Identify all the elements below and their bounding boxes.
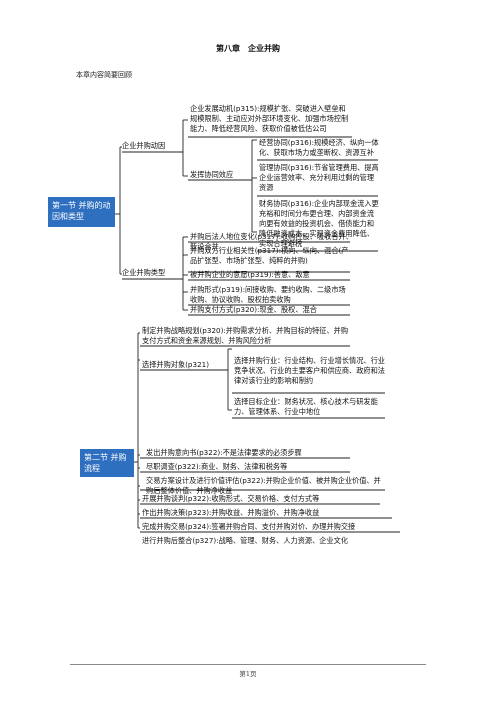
step-decision: 作出并购决策(p323):并购收益、并购溢价、并购净收益 — [142, 508, 320, 517]
type-legal-status: 并购后法人地位变化(p317):收购控股、吸收合并、新设合并 — [190, 232, 353, 251]
section2-label: 第二节 并购流程 — [80, 449, 134, 477]
synergy-label: 发挥协同效应 — [190, 170, 234, 179]
step-intent-letter: 发出并购意向书(p322):不是法律要求的必须步骤 — [146, 448, 302, 457]
step-strategy: 制定并购战略规划(p320):并购需求分析、并购目标的特征、并购支付方式和资金来… — [142, 326, 349, 345]
step-valuation: 交易方案设计及进行价值评估(p322):并购企业价值、被并购企业价值、并购后整体… — [146, 476, 381, 495]
synergy-financial: 财务协同(p316):企业内部现金流入更充裕和时间分布更合理、内部资金流向更有效… — [259, 199, 379, 248]
motive-label: 企业并购动因 — [122, 141, 166, 150]
step-integration: 进行并购后整合(p327):战略、管理、财务、人力资源、企业文化 — [142, 536, 349, 545]
section1-label: 第一节 并购的动因和类型 — [48, 197, 115, 227]
step-due-diligence: 尽职调查(p322):商业、财务、法律和税务等 — [146, 462, 288, 471]
select-target: 选择目标企业：财务状况、核心技术与研发能力、管理体系、行业中地位 — [234, 397, 378, 416]
development-motive: 企业发展动机(p315):规模扩张、突破进入壁垒和规模限制、主动应对外部环境变化… — [190, 104, 349, 133]
types-label: 企业并购类型 — [122, 268, 166, 277]
synergy-operating: 经营协同(p316):规模经济、纵向一体化、获取市场力或垄断权、资源互补 — [259, 138, 379, 157]
footer-divider — [70, 664, 426, 665]
page-number: 第1页 — [239, 670, 257, 678]
intro-text: 本章内容简要回顾 — [76, 71, 132, 79]
type-payment: 并购支付方式(p320):现金、股权、混合 — [190, 305, 317, 314]
select-label: 选择并购对象(p321) — [142, 360, 210, 369]
page-title: 第八章 企业并购 — [216, 43, 280, 53]
type-form: 并购形式(p319):间接收购、要约收购、二级市场收购、协议收购、股权拍卖收购 — [190, 285, 346, 304]
type-willingness: 被并购企业的意愿(p319):善意、敌意 — [190, 270, 310, 279]
select-industry: 选择并购行业：行业结构、行业增长情况、行业竞争状况、行业的主要客户和供应商、政府… — [234, 356, 385, 385]
type-industry-relation: 并购双方行业相关性(p317):横向、纵向、混合(产品扩张型、市场扩张型、纯粹的… — [190, 246, 349, 265]
step-complete: 完成并购交易(p324):签署并购合同、支付并购对价、办理并购交接 — [142, 522, 356, 531]
step-negotiation: 开展并购谈判(p322):收购形式、交易价格、支付方式等 — [142, 494, 320, 503]
synergy-management: 管理协同(p316):节省管理费用、提高企业运营效率、充分利用过剩的管理资源 — [259, 163, 379, 192]
